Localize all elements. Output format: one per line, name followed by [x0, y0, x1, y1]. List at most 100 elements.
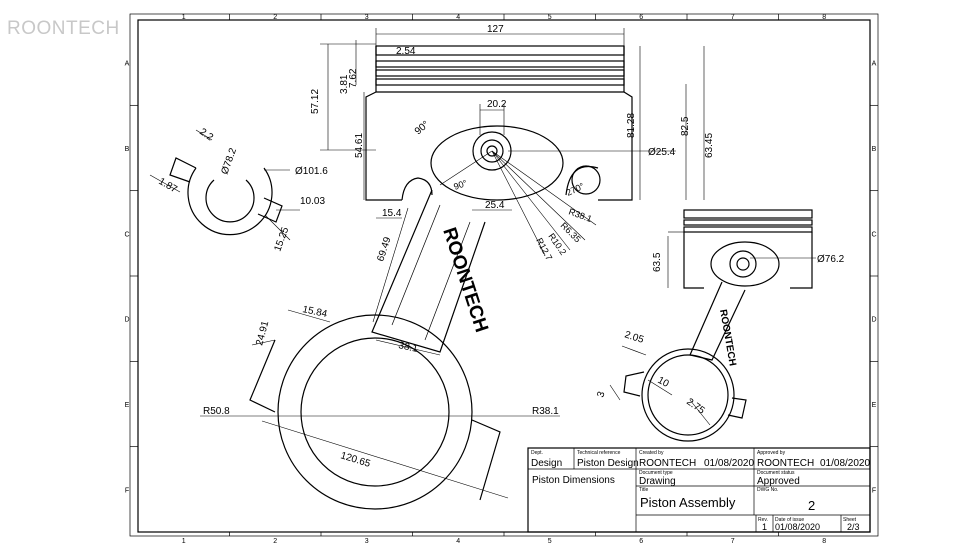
- frame-ticks: [130, 14, 878, 536]
- row-label-right: C: [871, 231, 876, 238]
- dim-land: 7.62: [348, 68, 359, 88]
- dim-r38: R38.1: [567, 206, 593, 224]
- dim-big-dia: 120.65: [339, 450, 372, 470]
- rod-brand-text: ROONTECH: [438, 225, 492, 335]
- row-label-left: C: [124, 231, 129, 238]
- tb-approved-date: 01/08/2020: [820, 458, 870, 469]
- column-label-bottom: 7: [731, 538, 735, 545]
- dim-web: 25.4: [485, 200, 505, 211]
- dim-rod-width: 38.1: [397, 340, 419, 355]
- column-label-top: 6: [639, 14, 643, 21]
- column-label-bottom: 6: [639, 538, 643, 545]
- row-label-right: D: [871, 317, 876, 324]
- dim-ring-cut: 10.03: [300, 196, 325, 207]
- dim-skirt: 54.61: [354, 133, 365, 158]
- dim-pin-dia: Ø25.4: [648, 147, 676, 158]
- tb-issue-date: 01/08/2020: [775, 522, 820, 532]
- row-label-left: F: [125, 487, 129, 494]
- column-label-bottom: 5: [548, 538, 552, 545]
- tb-created-label: Created by: [639, 450, 664, 456]
- dim-iso-height: 63.5: [652, 252, 663, 272]
- tb-doc-status-label: Document status: [757, 470, 795, 476]
- dim-cap-h: 24.91: [254, 319, 271, 346]
- tb-created-date: 01/08/2020: [704, 458, 754, 469]
- tb-created-by: ROONTECH: [639, 458, 696, 469]
- column-label-top: 4: [456, 14, 460, 21]
- tb-dept: Design: [531, 458, 562, 469]
- tb-rev-label: Rev.: [758, 517, 768, 523]
- dim-ring-depth: 15.25: [272, 225, 291, 253]
- title-block: Dept. Design Technical reference Piston …: [527, 447, 871, 533]
- dim-boss-width: 20.2: [487, 99, 507, 110]
- dim-ring-od: Ø101.6: [295, 166, 328, 177]
- dim-big-r: R50.8: [203, 406, 230, 417]
- dim-cap-w: 15.84: [301, 304, 328, 320]
- dim-groove-gap: 3.81: [339, 74, 350, 94]
- dim-iso-3: 3: [595, 390, 607, 399]
- dim-iso-10: 10: [656, 375, 671, 390]
- tb-doc-type: Drawing: [639, 476, 676, 487]
- tb-sheet: 2/3: [847, 522, 860, 532]
- tb-title: Piston Assembly: [640, 495, 736, 510]
- tb-doc-status: Approved: [757, 476, 800, 487]
- row-label-right: B: [872, 146, 877, 153]
- dim-iso-205: 2.05: [623, 329, 645, 346]
- tb-description: Piston Dimensions: [532, 475, 615, 486]
- dim-angle-90b: 90°: [452, 178, 469, 192]
- tb-tech-ref-label: Technical reference: [577, 450, 621, 456]
- dim-iso-275: 2.75: [684, 396, 707, 416]
- tb-doc-type-label: Document type: [639, 470, 673, 476]
- dimension-texts: 127 2.54 3.81 7.62 57.12 54.61 20.2 90° …: [157, 24, 845, 470]
- piston-side-view: [365, 45, 633, 201]
- dim-height-63: 63.45: [704, 133, 715, 158]
- column-label-bottom: 8: [822, 538, 826, 545]
- column-label-top: 8: [822, 14, 826, 21]
- row-label-right: A: [872, 61, 877, 68]
- row-label-right: F: [872, 487, 876, 494]
- dim-height-81: 81.28: [626, 113, 637, 138]
- column-label-bottom: 4: [456, 538, 460, 545]
- dim-ring-gap: 1.87: [157, 176, 180, 195]
- dim-ring-thk: 2.2: [197, 126, 215, 143]
- dim-ring-dia: Ø78.2: [219, 146, 239, 176]
- dim-angle-90: 90°: [413, 119, 432, 137]
- row-label-left: D: [124, 317, 129, 324]
- column-label-top: 1: [182, 14, 186, 21]
- dim-iso-dia: Ø76.2: [817, 254, 845, 265]
- column-label-top: 5: [548, 14, 552, 21]
- big-end: [249, 314, 501, 510]
- tb-rev: 1: [762, 522, 767, 532]
- brand-logo: ROONTECH: [7, 18, 120, 39]
- column-label-top: 7: [731, 14, 735, 21]
- column-label-top: 3: [365, 14, 369, 21]
- tb-dept-label: Dept.: [531, 450, 543, 456]
- tb-issue-label: Date of issue: [775, 517, 804, 523]
- dim-height-82: 82.5: [680, 116, 691, 136]
- column-label-bottom: 3: [365, 538, 369, 545]
- dim-skirt-offset: 15.4: [382, 208, 402, 219]
- dim-rod-len: 69.49: [375, 235, 393, 263]
- row-label-right: E: [872, 402, 877, 409]
- piston-isometric-view: ROONTECH: [623, 209, 813, 442]
- row-label-left: E: [125, 402, 130, 409]
- dim-big-r2: R38.1: [532, 406, 559, 417]
- tb-sheet-label: Sheet: [843, 517, 857, 523]
- tb-approved-by: ROONTECH: [757, 458, 814, 469]
- dimension-lines: [149, 28, 816, 499]
- tb-dwg-no: 2: [808, 498, 815, 513]
- tb-dwg-label: DWG No.: [757, 487, 778, 493]
- dim-ring-groove: 2.54: [396, 46, 416, 57]
- tb-approved-label: Approved by: [757, 450, 786, 456]
- dim-overall-width: 127: [487, 24, 504, 35]
- iso-rod-brand-text: ROONTECH: [717, 309, 738, 367]
- column-label-bottom: 1: [182, 538, 186, 545]
- tb-tech-ref: Piston Design: [577, 458, 639, 469]
- row-label-left: B: [125, 146, 130, 153]
- dim-crown-to-pin: 57.12: [310, 89, 321, 114]
- column-label-top: 2: [273, 14, 277, 21]
- row-label-left: A: [125, 61, 130, 68]
- column-label-bottom: 2: [273, 538, 277, 545]
